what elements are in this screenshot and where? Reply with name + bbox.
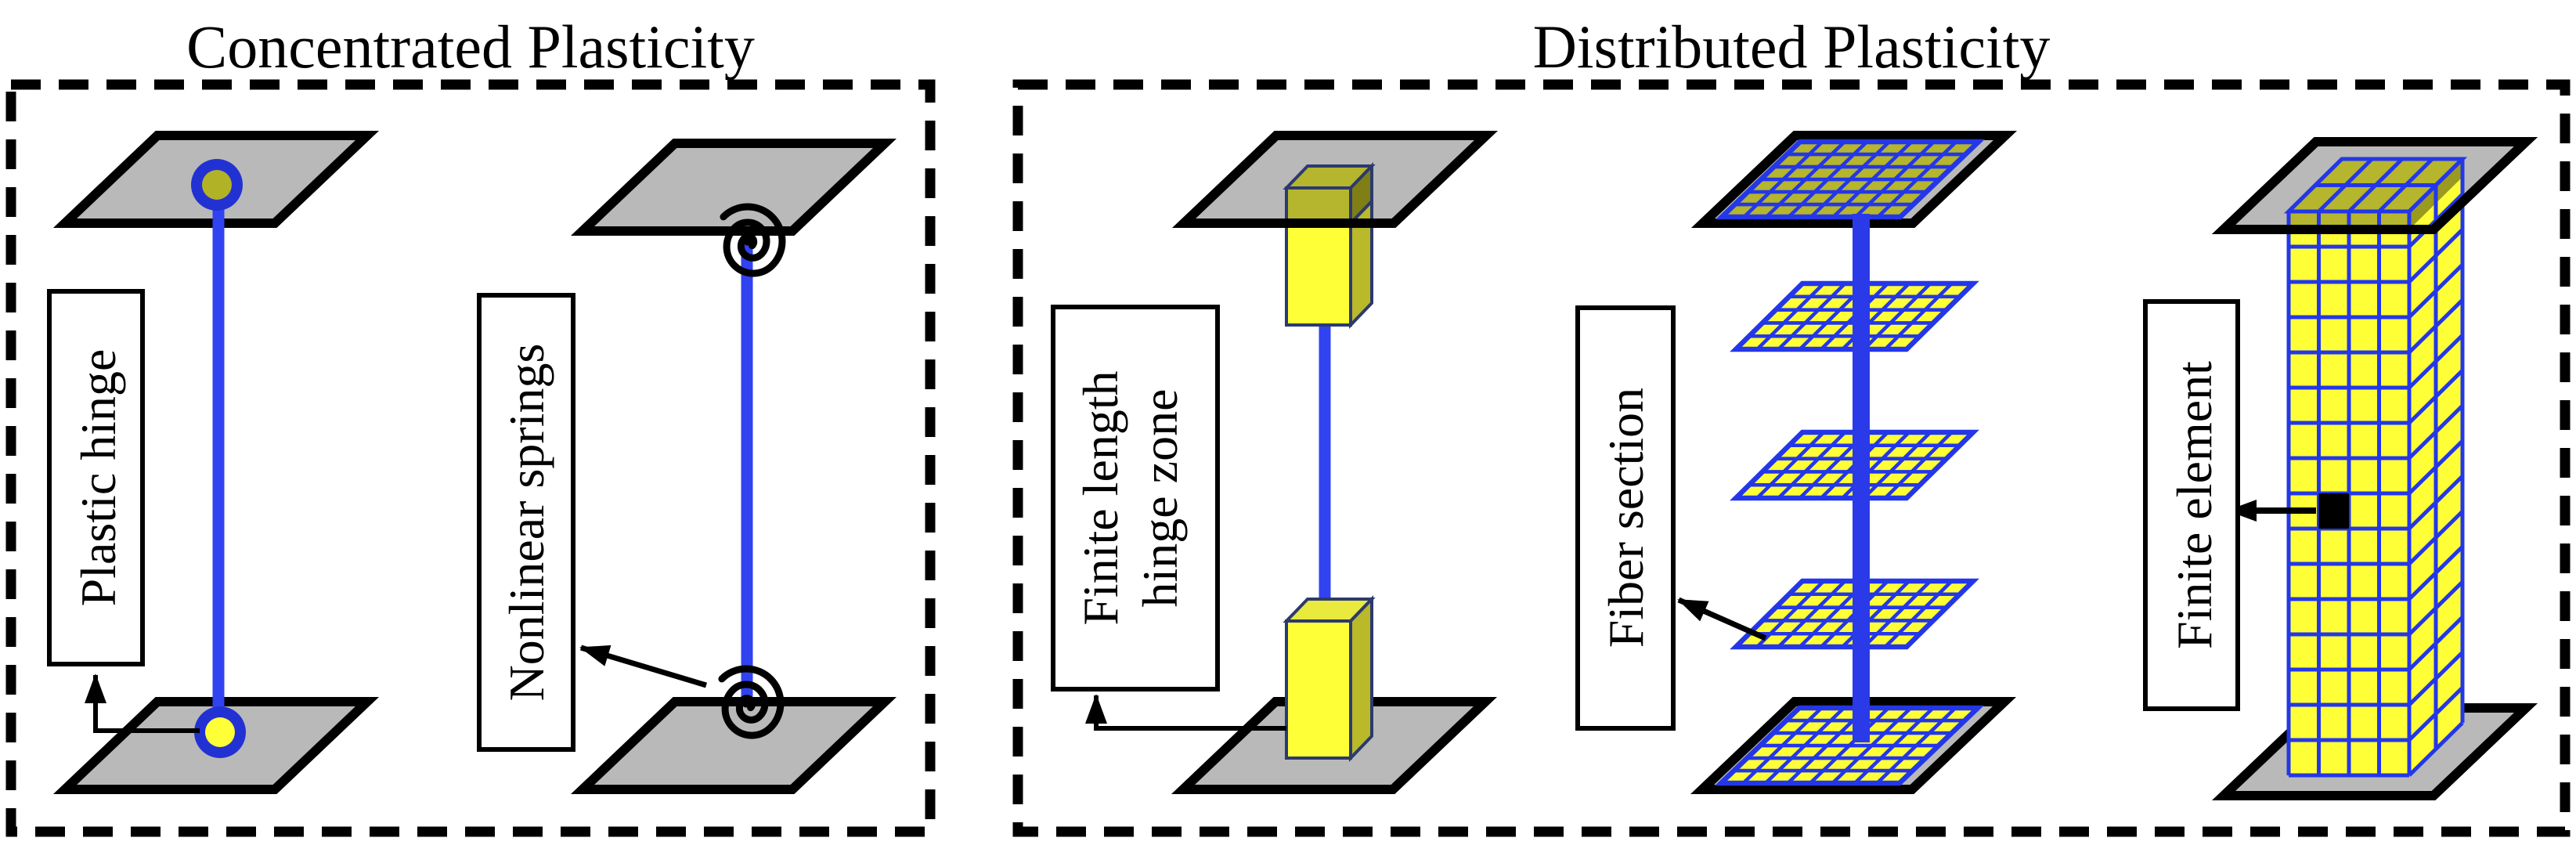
top-hinge-core [202, 170, 232, 200]
fiber-section-label-box [1575, 305, 1676, 731]
top-plate [570, 139, 897, 236]
panel-fiber-section: Fiber section [1575, 131, 2018, 794]
distributed-plasticity-boundary [1012, 79, 2571, 837]
plate-outline-over-column [2211, 137, 2538, 234]
top-plate-fiber-grid [1715, 139, 1986, 220]
panel-finite-length-hinge-zone: Finite length hinge zone [1051, 131, 1499, 794]
plastic-hinge-label: Plastic hinge [70, 349, 126, 607]
finite-length-label-box [1051, 305, 1220, 692]
highlighted-finite-element-cell [2318, 493, 2349, 529]
fiber-section-pointer-arrow [1677, 597, 1767, 641]
bottom-plate [570, 697, 897, 794]
concentrated-plasticity-boundary [5, 79, 936, 837]
hinge-zone-pointer-arrow [1085, 694, 1286, 731]
finite-element-label: Finite element [2167, 361, 2222, 649]
fiber-section-grid [1730, 429, 1979, 501]
nonlinear-springs-label-box [477, 293, 575, 752]
plastic-hinge-label-box [47, 289, 145, 666]
fiber-section-label: Fiber section [1598, 388, 1654, 648]
finite-length-label-line2: hinge zone [1132, 389, 1188, 608]
bottom-spring-spiral [718, 665, 785, 739]
panel-nonlinear-springs: Nonlinear springs [477, 139, 897, 794]
bottom-hinge-zone-block [1283, 595, 1376, 762]
nonlinear-springs-label: Nonlinear springs [499, 344, 554, 702]
finite-element-label-box [2143, 299, 2240, 711]
plastic-hinge-pointer-arrow [85, 673, 200, 733]
panel-plastic-hinge: Plastic hinge [47, 131, 380, 794]
springs-pointer-arrow [579, 645, 708, 688]
top-hinge-zone-block [1283, 162, 1376, 329]
column-member [1853, 214, 1870, 742]
left-section-title: Concentrated Plasticity [186, 13, 755, 81]
bottom-hinge-core [205, 717, 235, 747]
right-section-title: Distributed Plasticity [1533, 13, 2051, 81]
bottom-plate-fiber-grid [1714, 705, 1985, 786]
finite-length-label-line1: Finite length [1073, 370, 1128, 625]
top-spring-spiral [720, 203, 786, 277]
finite-element-mesh-column [2283, 157, 2468, 778]
panel-finite-element: Finite element [2143, 137, 2538, 800]
